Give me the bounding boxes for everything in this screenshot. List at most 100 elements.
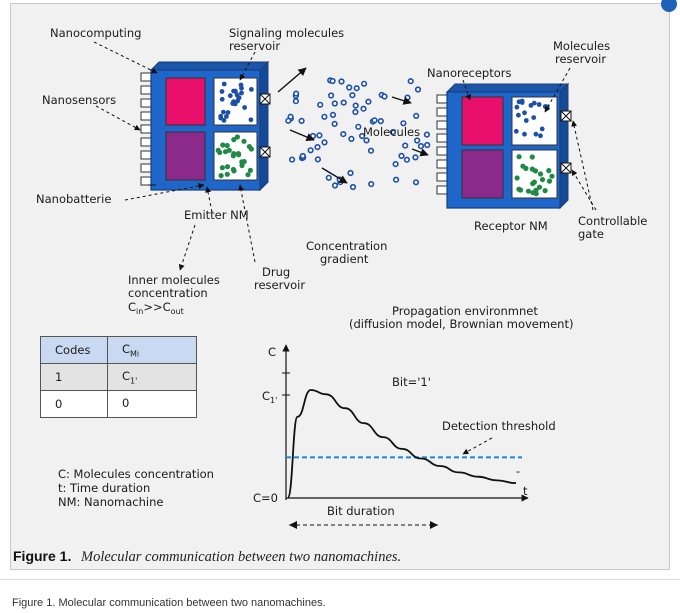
- molecule-dot: [371, 117, 378, 124]
- molecule-dot: [423, 131, 431, 138]
- separator: [0, 579, 680, 580]
- molecule-dot: [309, 132, 317, 140]
- molecule-dot: [224, 142, 230, 149]
- molecule-dot: [218, 115, 224, 121]
- code-cell: 0: [40, 390, 108, 418]
- bit-duration-label: Bit duration: [327, 504, 395, 518]
- molecule-dot: [398, 152, 405, 159]
- page-caption: Figure 1. Molecular communication betwee…: [12, 597, 326, 609]
- molecule-dot: [400, 120, 407, 127]
- molecule-dot: [246, 144, 252, 150]
- molecule-dot: [230, 101, 236, 106]
- molecule-dot: [517, 187, 524, 193]
- molecule-dot: [352, 102, 359, 109]
- molecule-dot: [363, 137, 370, 144]
- drug-label-2: reservoir: [254, 278, 305, 292]
- c-cell: C1': [107, 363, 197, 391]
- molecule-dot: [241, 159, 247, 165]
- molecule-dot: [389, 129, 397, 136]
- molecule-dot: [533, 191, 539, 197]
- nanocomputing-label: Nanocomputing: [50, 26, 141, 40]
- origin-label: C=0: [253, 491, 278, 505]
- molecule-dot: [352, 108, 359, 116]
- molecule-dot: [307, 147, 314, 154]
- inner-molecules-label: Inner molecules: [128, 273, 220, 287]
- molecule-dot: [227, 93, 233, 99]
- molecule-dot: [537, 171, 544, 177]
- molecule-dot: [218, 173, 224, 179]
- leader-lines: [93, 41, 597, 271]
- molecule-dot: [361, 80, 368, 87]
- molecules-label: Molecules: [363, 125, 420, 139]
- molecule-dot: [299, 152, 306, 160]
- receptor-drug-molecules: [514, 154, 555, 197]
- molecule-dot: [231, 168, 237, 174]
- gate-label: gate: [578, 227, 604, 241]
- molecule-dot: [367, 147, 375, 154]
- molecule-dot: [289, 156, 296, 163]
- molecule-dot: [525, 188, 532, 194]
- inner-ratio-label: Cin>>Cout: [128, 300, 184, 316]
- molecule-dot: [531, 115, 537, 120]
- molecule-dot: [234, 134, 240, 140]
- nanosensor-pins: [140, 72, 152, 186]
- molecule-dot: [539, 126, 545, 132]
- molecule-dot: [348, 135, 355, 142]
- molecule-dot: [321, 113, 328, 120]
- molecules-reservoir-label-2: reservoir: [555, 52, 606, 66]
- molecule-dot: [533, 131, 539, 137]
- codes-table: Codes CMi 1 C1' 0 0: [40, 336, 197, 418]
- nanoreceptor-pins: [436, 94, 448, 195]
- legend-item: NM: Nanomachine: [58, 495, 164, 509]
- signaling-molecules: [218, 81, 254, 123]
- molecule-dot: [349, 92, 356, 99]
- legend: C: Molecules concentration t: Time durat…: [58, 467, 214, 509]
- molecule-dot: [248, 117, 254, 123]
- molecule-dot: [523, 118, 529, 123]
- molecule-dot: [314, 156, 322, 163]
- threshold-label: Detection threshold: [442, 419, 556, 433]
- table-row: 0 0: [40, 390, 197, 418]
- nanocomputing-unit: [165, 77, 206, 126]
- emitter-gate-icon: [259, 93, 271, 158]
- concentration-curve: [287, 389, 517, 498]
- molecule-dot: [546, 168, 552, 174]
- molecule-dot: [236, 152, 242, 158]
- molecule-dot: [347, 169, 354, 177]
- molecule-dot: [368, 181, 375, 188]
- propagation-model-label: (diffusion model, Brownian movement): [349, 317, 573, 331]
- molecule-dot: [529, 154, 535, 160]
- molecule-dot: [407, 78, 414, 85]
- molecule-dot: [360, 105, 367, 112]
- drug-label-1: Drug: [262, 265, 290, 279]
- nanobattery-unit: [165, 131, 206, 181]
- signal-chart: C C1' C=0 t - Bit='1' Detection threshol…: [253, 344, 556, 529]
- emitter-nanomachine: [140, 60, 271, 192]
- receptor-label: Receptor NM: [474, 219, 548, 233]
- molecule-dot: [321, 139, 328, 146]
- signaling-label-1: Signaling molecules: [229, 26, 344, 40]
- molecule-dot: [539, 177, 546, 183]
- molecule-dot: [531, 100, 537, 106]
- molecule-dot: [414, 137, 421, 144]
- chart-title: Bit='1': [392, 375, 431, 389]
- molecule-dot: [536, 184, 543, 190]
- molecule-dot: [298, 117, 305, 124]
- molecule-dot: [231, 151, 237, 157]
- molecule-dot: [242, 105, 248, 110]
- concentration-label: Concentration: [306, 239, 387, 253]
- table-row: 1 C1': [40, 363, 197, 391]
- caption-prefix: Figure 1.: [13, 548, 71, 564]
- molecule-dot: [239, 90, 244, 96]
- molecule-dot: [236, 95, 242, 101]
- threshold-leader: [462, 437, 493, 455]
- molecule-dot: [365, 98, 372, 105]
- molecule-dot: [353, 85, 360, 92]
- molecule-dot: [331, 100, 338, 107]
- emitter-label: Emitter NM: [184, 208, 249, 222]
- nanobatterie-label: Nanobatterie: [36, 192, 111, 206]
- molecule-dot: [314, 144, 321, 151]
- molecule-dot: [538, 133, 543, 139]
- molecule-dot: [231, 137, 237, 143]
- y-axis-label: C: [268, 345, 276, 359]
